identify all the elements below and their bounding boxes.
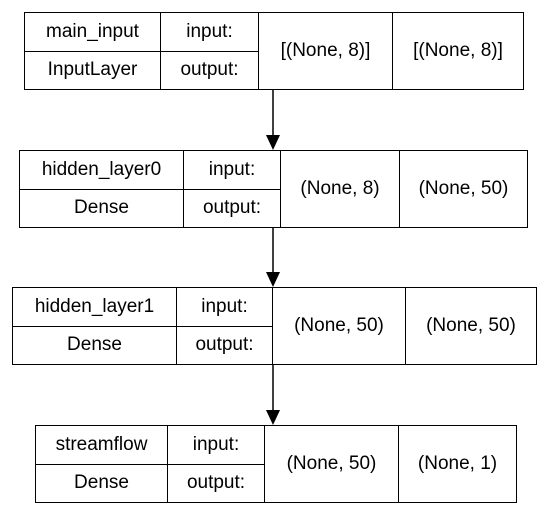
layer-name: hidden_layer0	[41, 158, 162, 180]
layer-type: Dense	[20, 188, 183, 228]
layer-name: main_input	[46, 20, 139, 42]
node-main-input: main_input InputLayer input: output: [(N…	[24, 12, 524, 90]
input-label: input:	[186, 20, 233, 42]
input-shape: (None, 50)	[294, 315, 384, 336]
input-shape: (None, 8)	[300, 178, 380, 199]
layer-type: Dense	[36, 463, 167, 503]
input-shape-column: [(None, 8)]	[259, 13, 393, 89]
input-label: input:	[192, 433, 240, 455]
layer-type: Dense	[13, 325, 176, 365]
output-shape: (None, 50)	[418, 178, 509, 199]
node-hidden-layer1: hidden_layer1 Dense input: output: (None…	[12, 287, 537, 365]
layer-name-column: streamflow Dense	[36, 426, 168, 502]
arrowhead-icon	[266, 410, 280, 425]
input-shape-column: (None, 50)	[273, 288, 406, 364]
io-label-column: input: output:	[168, 426, 265, 502]
output-shape: (None, 50)	[426, 315, 516, 336]
node-hidden-layer0: hidden_layer0 Dense input: output: (None…	[19, 150, 528, 228]
layer-type: InputLayer	[25, 50, 160, 90]
layer-name-column: hidden_layer1 Dense	[13, 288, 177, 364]
edge-hidden-layer1-to-streamflow	[266, 365, 280, 425]
edge-main-input-to-hidden-layer0	[266, 90, 280, 150]
layer-name: hidden_layer1	[34, 295, 155, 317]
layer-name-column: main_input InputLayer	[25, 13, 161, 89]
edge-hidden-layer0-to-hidden-layer1	[266, 228, 280, 287]
input-shape-column: (None, 8)	[281, 151, 400, 227]
output-shape-column: (None, 50)	[406, 288, 536, 364]
output-shape-column: [(None, 8)]	[393, 13, 523, 89]
input-shape-column: (None, 50)	[265, 426, 399, 502]
output-shape-column: (None, 1)	[399, 426, 516, 502]
output-label: output:	[177, 325, 272, 365]
input-label: input:	[201, 295, 248, 317]
input-shape: (None, 50)	[286, 453, 377, 474]
output-shape-column: (None, 50)	[400, 151, 527, 227]
arrowhead-icon	[266, 272, 280, 287]
layer-name-column: hidden_layer0 Dense	[20, 151, 184, 227]
input-label: input:	[208, 158, 256, 180]
input-shape: [(None, 8)]	[280, 40, 371, 61]
io-label-column: input: output:	[161, 13, 259, 89]
io-label-column: input: output:	[177, 288, 273, 364]
node-streamflow: streamflow Dense input: output: (None, 5…	[35, 425, 517, 503]
output-label: output:	[168, 463, 264, 503]
arrowhead-icon	[266, 135, 280, 150]
layer-name: streamflow	[55, 433, 148, 455]
io-label-column: input: output:	[184, 151, 281, 227]
output-label: output:	[184, 188, 280, 228]
output-label: output:	[161, 50, 258, 90]
output-shape: [(None, 8)]	[413, 40, 503, 61]
output-shape: (None, 1)	[417, 453, 498, 474]
